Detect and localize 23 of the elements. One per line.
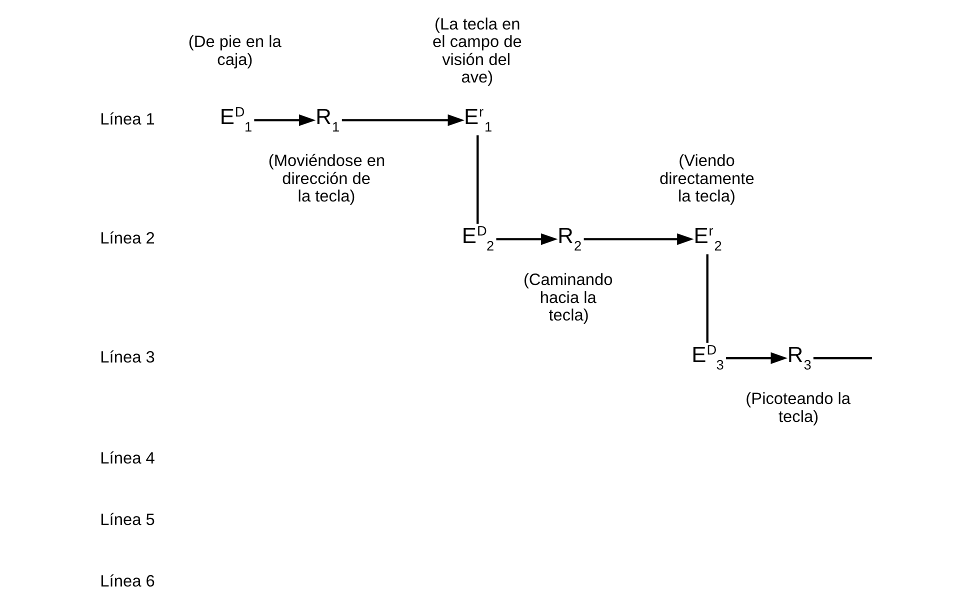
node-label: (De pie en la caja) (188, 33, 281, 69)
node-label: (Moviéndose en dirección de la tecla) (268, 152, 385, 206)
label: Línea 6 (100, 572, 154, 591)
connector (476, 135, 478, 224)
connector (812, 357, 872, 360)
node-text: R$_{2}$ (557, 223, 582, 254)
node-label: (Caminando hacia la tecla) (522, 271, 612, 325)
arrow (583, 233, 694, 246)
label: Línea 4 (100, 450, 154, 468)
arrow (726, 352, 787, 364)
node-text: R$_{1}$ (315, 104, 340, 135)
label: Línea 3 (100, 348, 154, 366)
node-text: R$_{3}$ (786, 342, 811, 372)
node-label: (Picoteando la tecla) (745, 390, 850, 426)
arrow (341, 114, 464, 126)
label: Línea 2 (100, 229, 154, 248)
connector (706, 254, 708, 343)
label: Línea 5 (100, 511, 154, 530)
arrow (254, 114, 316, 126)
node-label: (La tecla en el campo de visión del ave) (432, 15, 522, 87)
arrow (496, 233, 558, 246)
node-label: (Viendo directamente la tecla) (659, 152, 754, 206)
label: Línea 1 (100, 110, 154, 128)
